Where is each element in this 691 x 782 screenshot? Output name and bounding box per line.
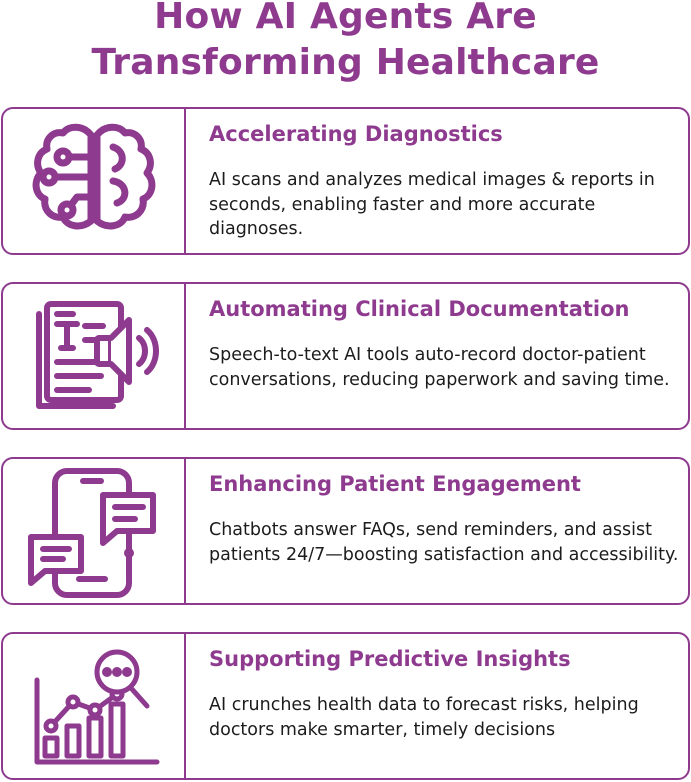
title-line-1: How AI Agents Are (154, 0, 537, 37)
card-patient-engagement: Enhancing Patient Engagement Chatbots an… (1, 457, 690, 605)
card-accelerating-diagnostics: Accelerating Diagnostics AI scans and an… (1, 107, 690, 255)
card-divider (184, 634, 186, 778)
card-heading: Supporting Predictive Insights (209, 647, 571, 671)
card-divider (184, 459, 186, 603)
card-heading: Enhancing Patient Engagement (209, 472, 581, 496)
card-heading: Accelerating Diagnostics (209, 122, 503, 146)
card-divider (184, 284, 186, 428)
card-predictive-insights: Supporting Predictive Insights AI crunch… (1, 632, 690, 780)
card-description: Speech-to-text AI tools auto-record doct… (209, 345, 670, 390)
card-description: AI crunches health data to forecast risk… (209, 695, 639, 740)
card-description: AI scans and analyzes medical images & r… (209, 170, 655, 239)
card-divider (184, 109, 186, 253)
card-description: Chatbots answer FAQs, send reminders, an… (209, 520, 679, 565)
card-heading: Automating Clinical Documentation (209, 297, 630, 321)
phone-chat-icon (17, 465, 169, 601)
chart-magnifier-icon (17, 640, 169, 776)
card-clinical-documentation: Automating Clinical Documentation Speech… (1, 282, 690, 430)
page-title: How AI Agents Are Transforming Healthcar… (0, 0, 691, 86)
document-speaker-icon (17, 290, 169, 426)
title-line-2: Transforming Healthcare (91, 42, 600, 83)
brain-circuit-icon (17, 115, 169, 251)
